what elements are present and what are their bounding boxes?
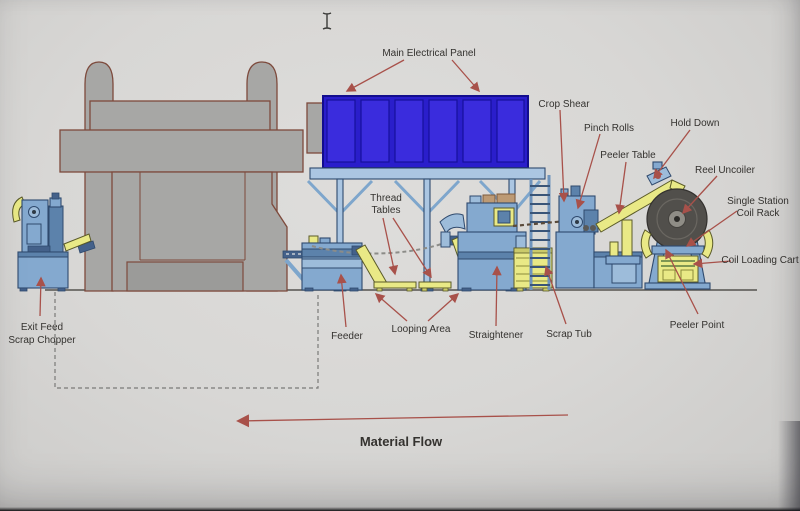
feeder-machine	[282, 235, 363, 292]
platform-beam	[309, 167, 546, 180]
label-thread-tables: Thread	[370, 193, 402, 204]
access-ladder	[529, 175, 551, 290]
label-reel-uncoiler: Reel Uncoiler	[695, 165, 756, 176]
chopper-exit-ramp	[63, 233, 92, 252]
label-main-electrical-panel: Main Electrical Panel	[382, 48, 475, 59]
text-cursor-icon	[322, 12, 332, 30]
main-electrical-panel	[322, 95, 529, 169]
strip-chain	[311, 239, 453, 255]
electrical-panel-platform	[306, 95, 546, 292]
label-scrap-tub: Scrap Tub	[546, 329, 592, 340]
label-exit-feed-scrap-chopper: Exit Feed	[21, 322, 63, 333]
press-crown	[59, 129, 304, 173]
label-single-station-coil-rack: Single Station	[727, 196, 789, 207]
label-peeler-table: Peeler Table	[600, 150, 656, 161]
label-looping-area: Looping Area	[392, 324, 451, 335]
crop-shear-machine	[555, 161, 686, 289]
label-peeler-point: Peeler Point	[670, 320, 725, 331]
annotation-arrows	[35, 59, 738, 428]
label-exit-feed-scrap-chopper-line2: Scrap Chopper	[8, 335, 76, 346]
thread-table-left	[373, 281, 417, 289]
label-material-flow: Material Flow	[360, 434, 443, 449]
label-pinch-rolls: Pinch Rolls	[584, 123, 634, 134]
label-crop-shear: Crop Shear	[538, 99, 590, 110]
material-flow-arrow	[236, 414, 569, 428]
hold-down-assembly	[646, 161, 672, 186]
pinch-roll	[583, 225, 589, 231]
coil-guard-right	[701, 229, 714, 259]
coil-loading-cart	[657, 255, 699, 283]
pinch-roll	[590, 225, 596, 231]
press-machine	[59, 61, 304, 292]
reel-uncoiler-assembly	[640, 188, 714, 290]
photo-corner-shade	[778, 421, 800, 511]
label-hold-down: Hold Down	[671, 118, 720, 129]
label-feeder: Feeder	[331, 331, 363, 342]
label-coil-loading-cart: Coil Loading Cart	[721, 255, 798, 266]
press-bed	[126, 261, 244, 292]
strip-rail-chain	[512, 219, 567, 228]
exit-feed-scrap-chopper-machine	[12, 192, 96, 292]
thread-table-right	[418, 281, 452, 289]
coil-guard-left	[640, 229, 653, 259]
dashed-path	[54, 292, 319, 389]
label-straightener: Straightener	[469, 330, 524, 341]
photo-bottom-edge	[0, 507, 800, 511]
label-single-station-coil-rack-line2: Coil Rack	[737, 208, 781, 219]
diagram-labels: Main Electrical Panel Crop Shear Pinch R…	[8, 48, 798, 449]
label-thread-tables-line2: Tables	[372, 205, 401, 216]
